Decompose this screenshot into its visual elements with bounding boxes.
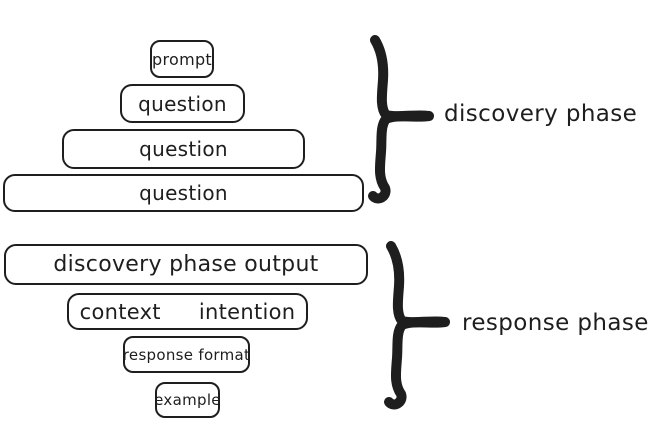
response-box-example-label: example [154,391,221,409]
response-box-context-intention: context intention [67,293,308,330]
response-box-output: discovery phase output [4,244,368,285]
intention-word-label: intention [198,299,296,324]
discovery-box-prompt: prompt [150,40,214,78]
discovery-box-question-2: question [62,129,305,169]
discovery-box-question-3: question [3,174,364,212]
response-box-output-label: discovery phase output [53,252,319,277]
response-box-format-label: response format [122,345,251,364]
response-box-example: example [154,382,221,418]
response-phase-label: response phase [462,310,649,336]
discovery-box-question-1-label: question [138,91,227,116]
context-word-label: context [79,299,161,324]
discovery-box-prompt-label: prompt [152,49,212,69]
response-box-format: response format [123,336,250,373]
discovery-box-question-2-label: question [139,137,228,161]
discovery-box-question-3-label: question [139,181,228,205]
discovery-phase-label: discovery phase [444,101,638,127]
curly-brace-icon [384,241,450,410]
curly-brace-icon [368,35,434,204]
discovery-box-question-1: question [120,84,245,123]
